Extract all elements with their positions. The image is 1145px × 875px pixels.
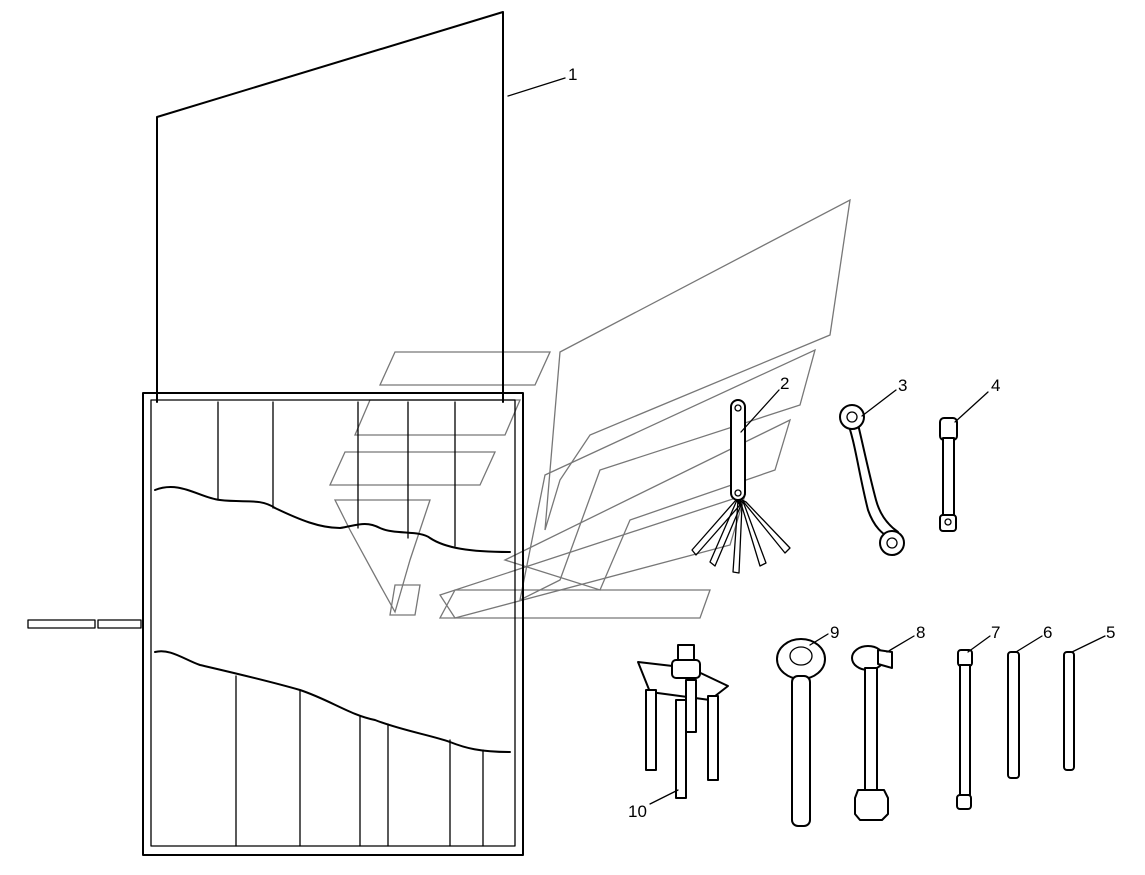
callout-labels: 1 2 3 4 5 6 7 8 9 10 <box>568 65 1115 821</box>
callout-1: 1 <box>568 65 577 84</box>
rod-6 <box>1007 651 1020 779</box>
tool-roll <box>27 11 524 856</box>
feeler-gauge <box>691 399 791 574</box>
t-socket-wrench <box>851 645 893 821</box>
callout-6: 6 <box>1043 623 1052 642</box>
callout-10: 10 <box>628 802 647 821</box>
box-wrench <box>839 404 905 556</box>
callout-3: 3 <box>898 376 907 395</box>
puller <box>637 644 729 799</box>
callout-5: 5 <box>1106 623 1115 642</box>
callout-7: 7 <box>991 623 1000 642</box>
callout-8: 8 <box>916 623 925 642</box>
leader-lines <box>507 77 1106 805</box>
callout-9: 9 <box>830 623 839 642</box>
socket-wrench <box>939 417 958 532</box>
rod-5 <box>1063 651 1075 771</box>
ring-wrench <box>776 638 826 827</box>
callout-2: 2 <box>780 374 789 393</box>
callout-4: 4 <box>991 376 1000 395</box>
tommy-bar <box>956 649 973 810</box>
